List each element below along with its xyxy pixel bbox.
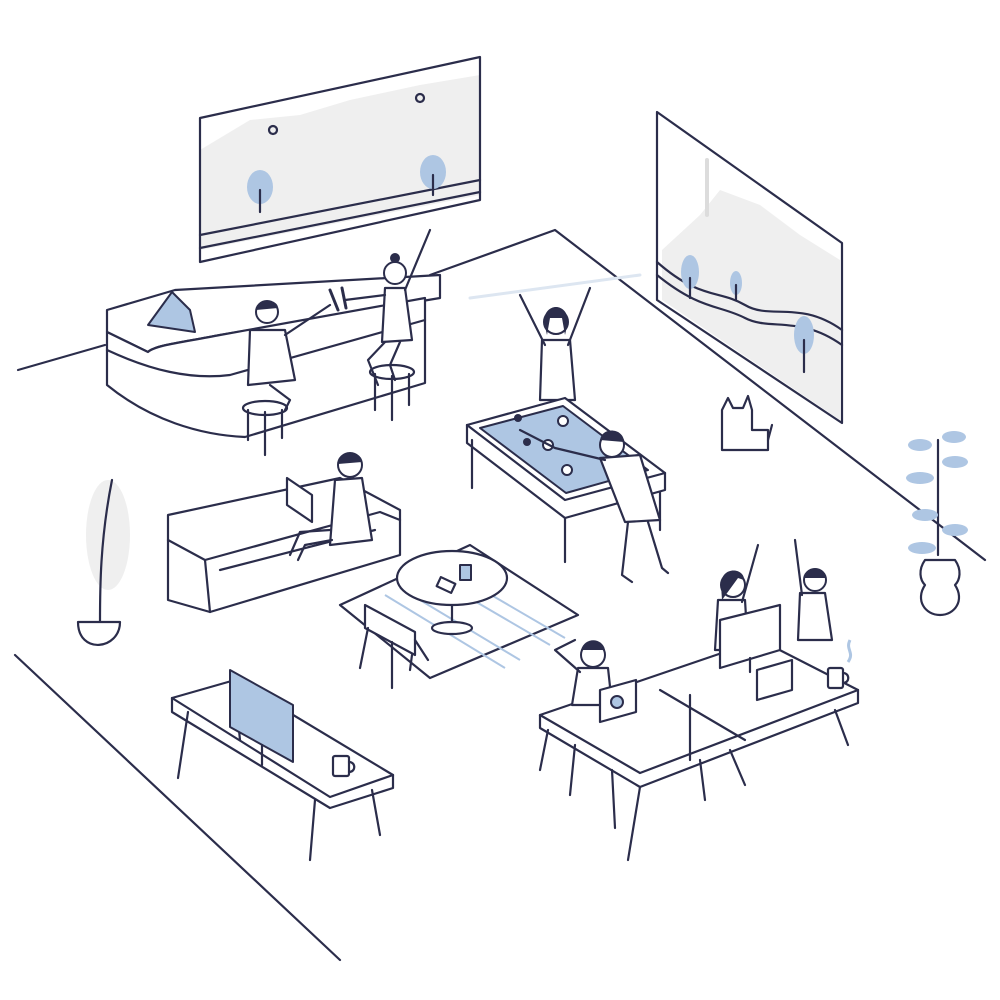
window-left	[198, 55, 482, 264]
desk-left	[170, 669, 395, 862]
mug-icon	[826, 639, 853, 690]
person-at-bar-left	[246, 300, 332, 412]
chair	[358, 603, 430, 690]
person-cheering-desk-2	[755, 538, 853, 702]
person-at-bar-right	[328, 228, 432, 387]
round-table	[395, 549, 509, 636]
cat-icon	[720, 394, 774, 452]
cup-icon	[459, 564, 472, 581]
person-desk-thinking	[553, 638, 638, 724]
tree-icon	[794, 316, 814, 374]
laptop-icon	[755, 658, 794, 702]
tree-icon	[247, 170, 273, 214]
tree-icon	[730, 271, 742, 302]
monitor-icon	[718, 603, 782, 670]
mug-icon	[331, 754, 356, 778]
plant-right	[906, 431, 968, 617]
plant-left	[76, 478, 130, 646]
tree-icon	[681, 255, 699, 300]
person-on-sofa-with-laptop	[285, 452, 374, 562]
person-cheering-pool	[518, 286, 592, 402]
monitor-icon	[229, 669, 294, 763]
person-playing-pool	[518, 428, 670, 584]
person-cheering-desk-1	[713, 543, 782, 674]
phone-icon	[435, 575, 457, 595]
floor-lines	[13, 228, 987, 962]
laptop-icon	[285, 476, 314, 524]
laptop-icon	[147, 291, 196, 333]
tree-icon	[420, 155, 446, 197]
window-right	[655, 110, 844, 425]
